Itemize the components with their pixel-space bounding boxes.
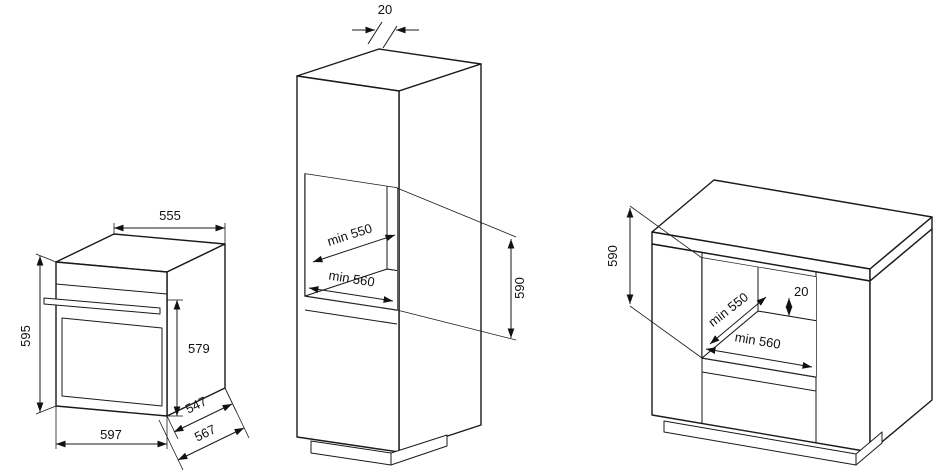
oven-dim-height: 595 [18,253,57,415]
base-cabinet-dim-niche-height: 590 [605,205,703,359]
tall-cabinet-plinth [310,434,448,466]
oven-dim-width-label: 597 [100,427,122,442]
tall-cabinet-shelf-edge [304,309,398,325]
oven-dim-top-width-label: 555 [159,208,181,223]
base-cabinet-side-face [869,228,933,453]
tall-cabinet-figure: min 550 min 560 590 20 [296,2,527,466]
oven-dim-door-height-label: 579 [188,341,210,356]
base-cabinet-dim-rear-gap-label: 20 [794,284,808,299]
tall-cabinet-dim-rear-gap-label: 20 [378,2,392,17]
tall-cabinet-dim-rear-gap: 20 [352,2,419,49]
oven-dim-height-label: 595 [18,325,33,347]
base-cabinet-shelf-edge [701,371,817,392]
oven-front-details [43,283,168,407]
oven-door-handle [43,297,161,315]
tall-cabinet-dim-niche-height-label: 590 [512,277,527,299]
oven-door-glass [61,317,163,407]
base-cabinet-dim-rear-gap: 20 [785,284,808,316]
oven-dim-top-width: 555 [113,208,226,244]
base-cabinet-figure: 590 min 550 min 560 20 [605,179,933,466]
tall-cabinet-side-face [398,63,482,453]
base-cabinet-dim-niche-height-label: 590 [605,245,620,267]
oven-dim-width: 597 [55,406,168,449]
oven-side-face [166,243,226,417]
tall-cabinet-dim-niche-height: 590 [396,187,527,341]
tall-cabinet-dim-niche-width: min 560 [308,268,394,303]
oven-dim-total-depth-label: 567 [192,421,218,444]
tall-cabinet-dim-niche-width-label: min 560 [328,268,376,290]
oven-figure: 555 595 579 597 547 [18,208,250,471]
base-cabinet-plinth [663,420,883,466]
